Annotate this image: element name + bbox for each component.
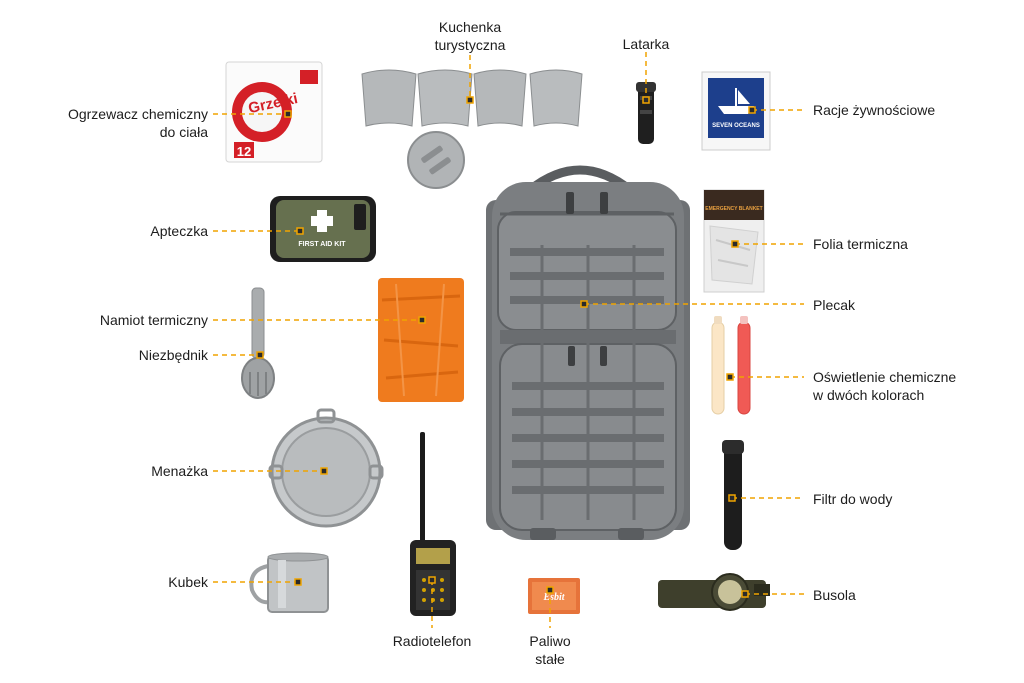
label-filtr-line1: Filtr do wody — [813, 491, 893, 507]
callout-markers — [256, 96, 756, 598]
label-folia: Folia termiczna — [813, 235, 908, 253]
label-apteczka: Apteczka — [150, 222, 208, 240]
hand-warmer-packet: Grzejki 12 — [225, 61, 323, 163]
orange-thermal-tent — [378, 278, 464, 402]
label-niezbednik-line1: Niezbędnik — [138, 347, 208, 363]
blanket-title-text: EMERGENCY BLANKET — [705, 206, 762, 212]
label-paliwo-line1: Paliwo — [529, 633, 571, 649]
radio-transceiver — [410, 432, 456, 616]
label-racje: Racje żywnościowe — [813, 101, 935, 119]
glow-sticks — [711, 316, 751, 415]
first-aid-text: FIRST AID KIT — [298, 241, 346, 248]
label-folia-line1: Folia termiczna — [813, 236, 908, 252]
label-latarka: Latarka — [596, 35, 696, 53]
compass — [658, 573, 770, 611]
leader-lines — [213, 52, 804, 628]
label-latarka-line1: Latarka — [622, 36, 670, 52]
label-apteczka-line1: Apteczka — [150, 223, 208, 239]
label-namiot-line1: Namiot termiczny — [99, 312, 208, 328]
fuel-brand-text: Esbit — [542, 592, 565, 603]
label-oswietlenie-line1: Oświetlenie chemiczne — [813, 369, 957, 385]
label-kuchenka: Kuchenka turystyczna — [410, 18, 530, 54]
label-radiotelefon: Radiotelefon — [372, 632, 492, 650]
hand-warmer-count-text: 12 — [237, 144, 251, 159]
solid-fuel-box: Esbit — [528, 578, 580, 614]
label-kubek: Kubek — [168, 573, 208, 591]
label-kuchenka-line2: turystyczna — [434, 37, 506, 53]
label-ogrzewacz-line2: do ciała — [159, 124, 208, 140]
label-paliwo-line2: stałe — [535, 651, 565, 667]
label-menazka-line1: Menażka — [151, 463, 208, 479]
label-filtr: Filtr do wody — [813, 490, 892, 508]
label-paliwo: Paliwo stałe — [500, 632, 600, 668]
label-plecak-line1: Plecak — [813, 297, 856, 313]
label-busola-line1: Busola — [813, 587, 856, 603]
label-niezbednik: Niezbędnik — [139, 346, 208, 364]
label-namiot: Namiot termiczny — [100, 311, 208, 329]
backpack — [486, 165, 690, 540]
label-racje-line1: Racje żywnościowe — [813, 102, 936, 118]
label-oswietlenie-line2: w dwóch kolorach — [813, 387, 925, 403]
label-kuchenka-line1: Kuchenka — [438, 19, 502, 35]
label-ogrzewacz: Ogrzewacz chemiczny do ciała — [68, 105, 208, 141]
ration-brand-text: SEVEN OCEANS — [712, 123, 760, 129]
label-radiotelefon-line1: Radiotelefon — [392, 633, 472, 649]
label-ogrzewacz-line1: Ogrzewacz chemiczny — [67, 106, 208, 122]
multitool-spork — [241, 287, 275, 399]
label-kubek-line1: Kubek — [168, 574, 208, 590]
label-oswietlenie: Oświetlenie chemiczne w dwóch kolorach — [813, 368, 956, 404]
first-aid-kit: FIRST AID KIT — [270, 196, 376, 262]
label-plecak: Plecak — [813, 296, 855, 314]
camping-stove — [361, 69, 583, 189]
label-menazka: Menażka — [151, 462, 208, 480]
food-ration-pack: SEVEN OCEANS — [701, 71, 771, 151]
label-busola: Busola — [813, 586, 856, 604]
